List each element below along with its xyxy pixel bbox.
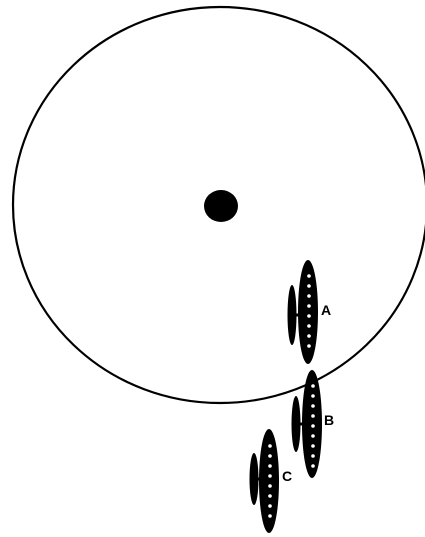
cluster-b-dots (311, 384, 315, 468)
cluster-b-label: B (324, 412, 334, 428)
cluster-a-label: A (321, 302, 331, 318)
cluster-c: C (250, 429, 293, 533)
cluster-a: A (288, 260, 332, 364)
center-dot-icon (204, 190, 238, 222)
cluster-c-label: C (282, 468, 292, 484)
cluster-b: B (292, 370, 335, 478)
